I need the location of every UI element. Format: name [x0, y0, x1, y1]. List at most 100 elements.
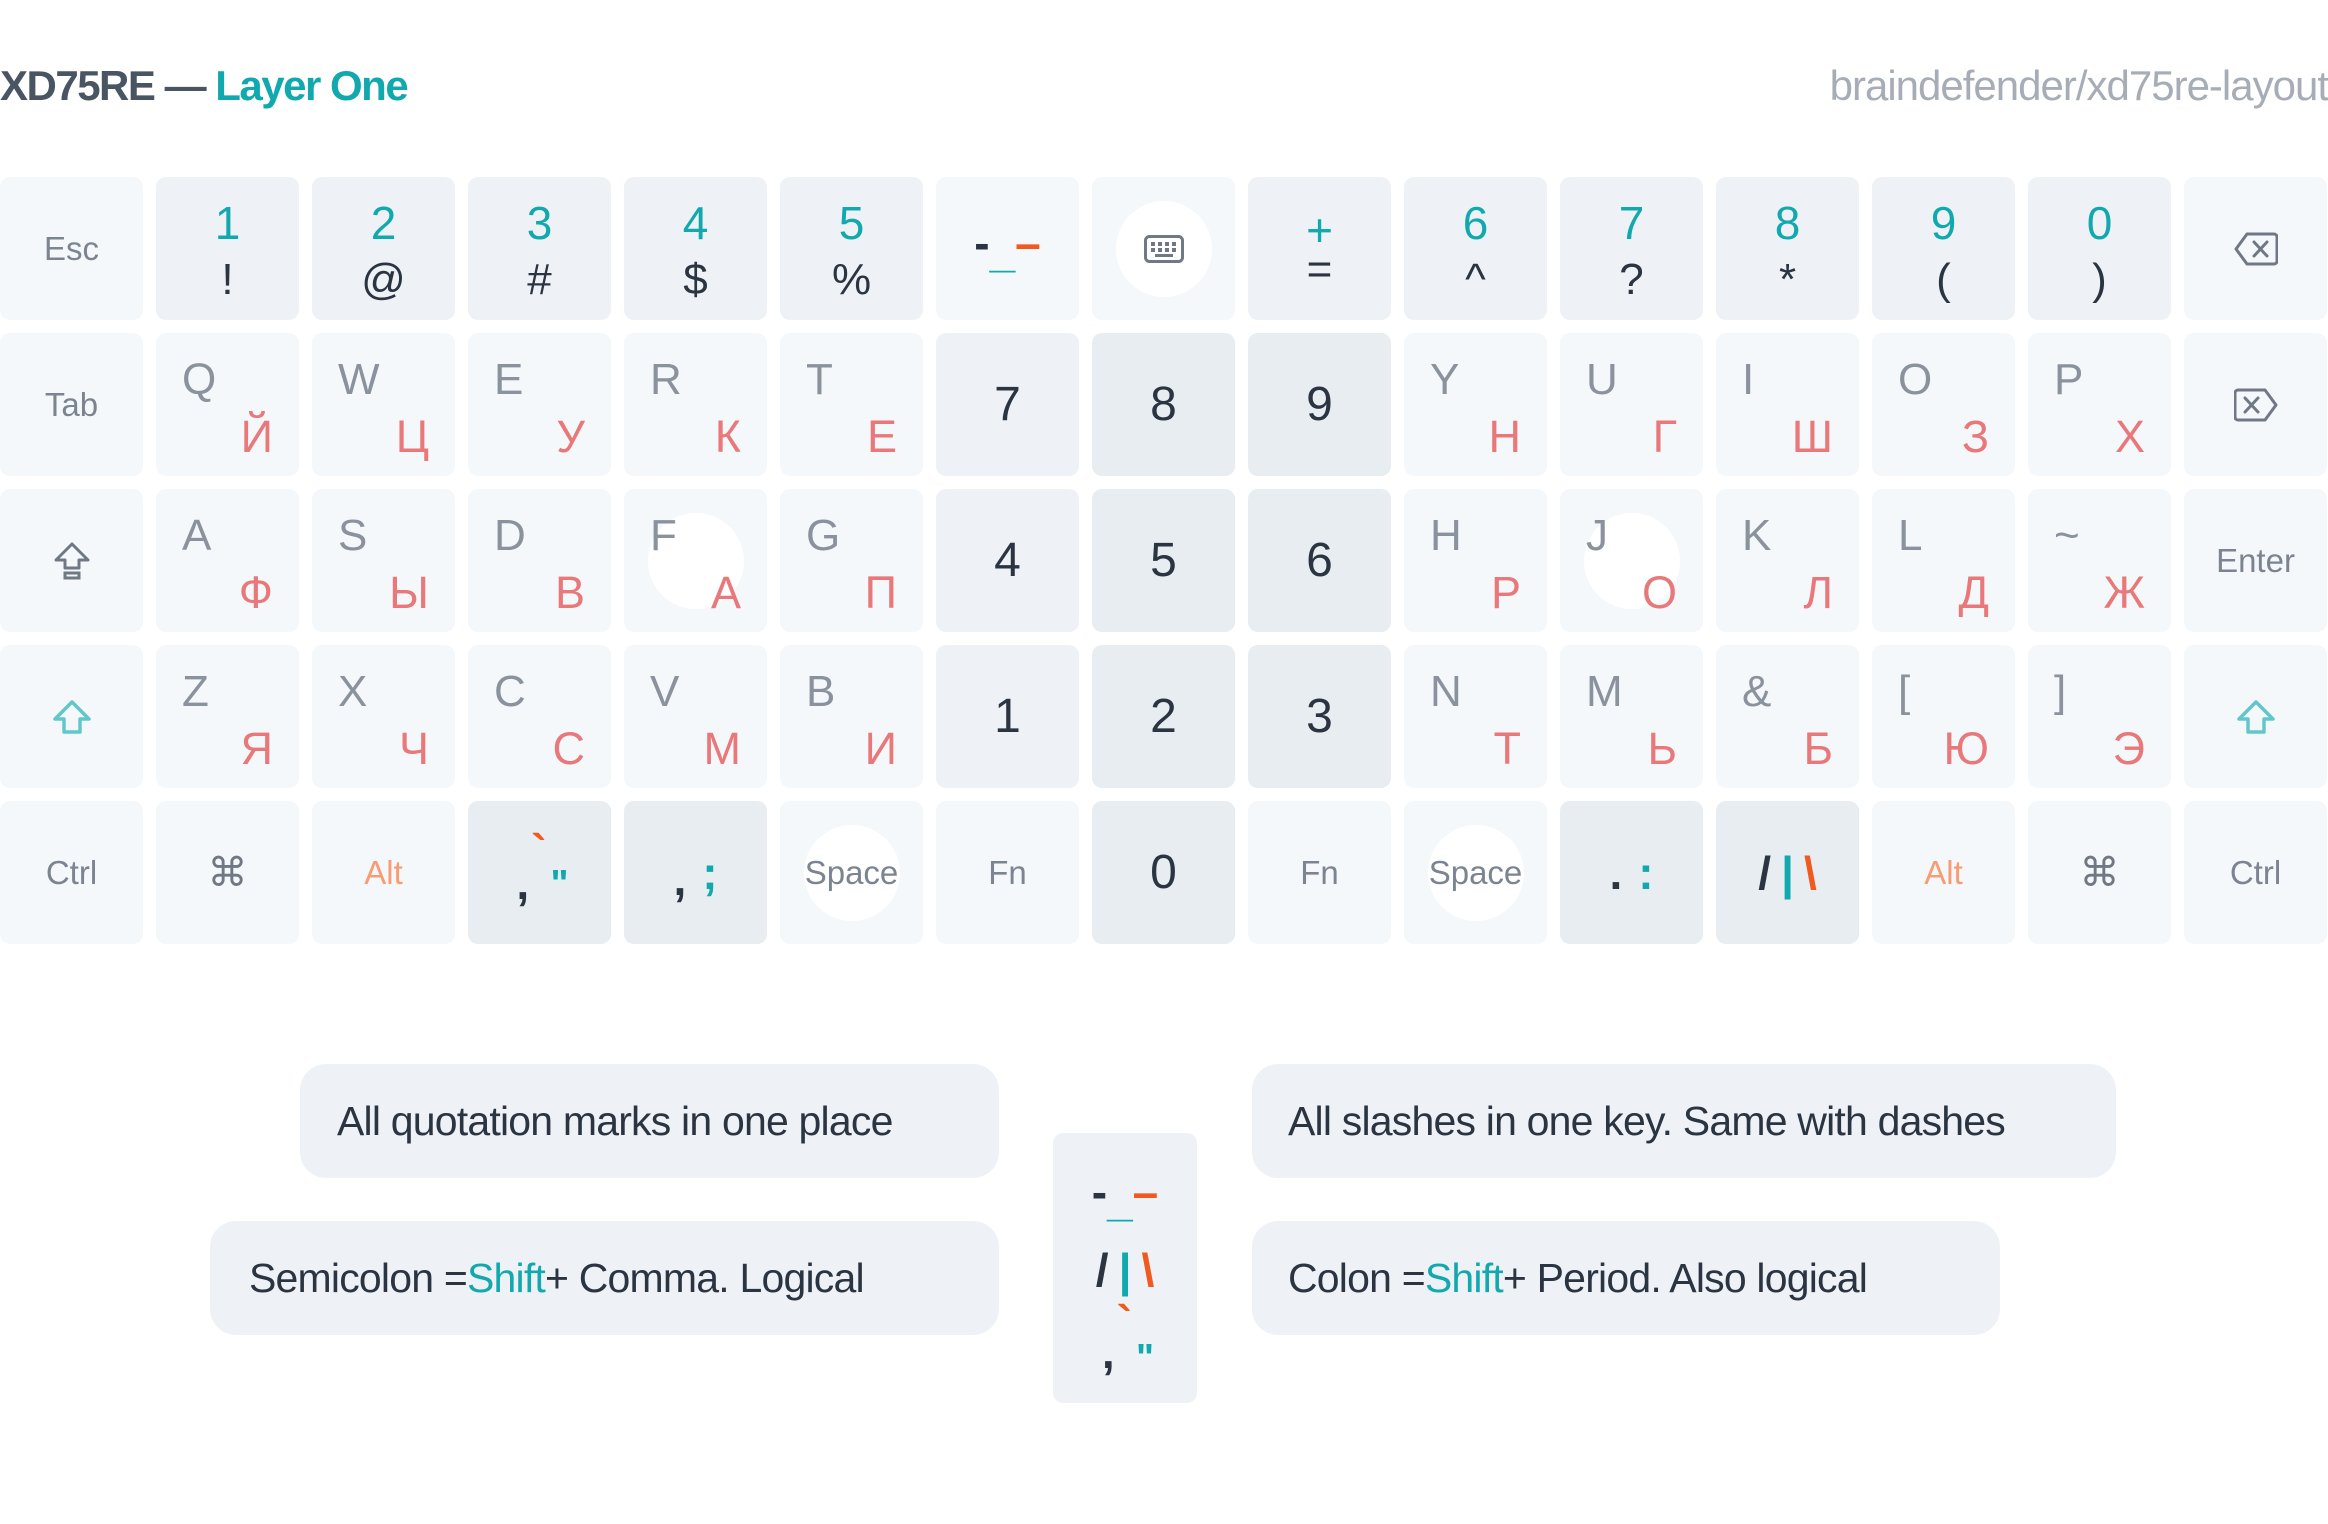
- key-g[interactable]: G П: [780, 489, 923, 632]
- cyrillic-char: С: [552, 723, 586, 774]
- key-z[interactable]: Z Я: [156, 645, 299, 788]
- key-4[interactable]: 4 $: [624, 177, 767, 320]
- key-plus-equal[interactable]: + =: [1248, 177, 1391, 320]
- key-right-alt[interactable]: Alt: [1872, 801, 2015, 944]
- backspace-icon: [2184, 177, 2327, 320]
- key-numpad-4[interactable]: 4: [936, 489, 1079, 632]
- key-b[interactable]: B И: [780, 645, 923, 788]
- key-caps-lock[interactable]: [0, 489, 143, 632]
- key-k[interactable]: K Л: [1716, 489, 1859, 632]
- key-6[interactable]: 6 ^: [1404, 177, 1547, 320]
- key-ampersand[interactable]: & Б: [1716, 645, 1859, 788]
- key-left-ctrl[interactable]: Ctrl: [0, 801, 143, 944]
- key-m[interactable]: M Ь: [1560, 645, 1703, 788]
- key-period-colon[interactable]: .:: [1560, 801, 1703, 944]
- delete-icon: [2184, 333, 2327, 476]
- key-esc[interactable]: Esc: [0, 177, 143, 320]
- latin-char: [: [1898, 667, 1911, 716]
- key-numpad-7[interactable]: 7: [936, 333, 1079, 476]
- title-dash: —: [154, 62, 216, 109]
- key-left-cmd[interactable]: ⌘: [156, 801, 299, 944]
- key-bump: [1116, 201, 1212, 297]
- key-right-cmd[interactable]: ⌘: [2028, 801, 2171, 944]
- key-left-bracket[interactable]: [ Ю: [1872, 645, 2015, 788]
- key-numpad-8[interactable]: 8: [1092, 333, 1235, 476]
- key-tab[interactable]: Tab: [0, 333, 143, 476]
- key-q[interactable]: Q Й: [156, 333, 299, 476]
- key-numpad-1[interactable]: 1: [936, 645, 1079, 788]
- key-comma-semicolon[interactable]: ,;: [624, 801, 767, 944]
- key-l[interactable]: L Д: [1872, 489, 2015, 632]
- cyrillic-char: Ц: [395, 411, 429, 462]
- key-c[interactable]: C С: [468, 645, 611, 788]
- key-numpad-2[interactable]: 2: [1092, 645, 1235, 788]
- cyrillic-char: Э: [2112, 723, 2145, 774]
- key-left-fn[interactable]: Fn: [936, 801, 1079, 944]
- key-numpad-9[interactable]: 9: [1248, 333, 1391, 476]
- key-delete[interactable]: [2184, 333, 2327, 476]
- key-1[interactable]: 1 !: [156, 177, 299, 320]
- numpad-digit: 6: [1306, 534, 1333, 587]
- key-p[interactable]: P Х: [2028, 333, 2171, 476]
- cyrillic-char: Р: [1490, 567, 1521, 618]
- key-9[interactable]: 9 (: [1872, 177, 2015, 320]
- key-left-alt[interactable]: Alt: [312, 801, 455, 944]
- key-3[interactable]: 3 #: [468, 177, 611, 320]
- key-numpad-0[interactable]: 0: [1092, 801, 1235, 944]
- shift-icon: [2184, 645, 2327, 788]
- key-o[interactable]: O З: [1872, 333, 2015, 476]
- key-w[interactable]: W Ц: [312, 333, 455, 476]
- key-a[interactable]: A Ф: [156, 489, 299, 632]
- key-right-fn[interactable]: Fn: [1248, 801, 1391, 944]
- key-top-char: 5: [838, 197, 865, 249]
- key-right-space[interactable]: Space: [1404, 801, 1547, 944]
- key-7[interactable]: 7 ?: [1560, 177, 1703, 320]
- key-e[interactable]: E У: [468, 333, 611, 476]
- cyrillic-char: В: [554, 567, 585, 618]
- key-d[interactable]: D В: [468, 489, 611, 632]
- key-left-shift[interactable]: [0, 645, 143, 788]
- key-backspace[interactable]: [2184, 177, 2327, 320]
- key-t[interactable]: T Е: [780, 333, 923, 476]
- key-numpad-6[interactable]: 6: [1248, 489, 1391, 632]
- key-h[interactable]: H Р: [1404, 489, 1547, 632]
- key-layout-switch[interactable]: [1092, 177, 1235, 320]
- en-dash-glyph: –: [1132, 1166, 1159, 1218]
- key-quotes[interactable]: ,`": [468, 801, 611, 944]
- key-right-ctrl[interactable]: Ctrl: [2184, 801, 2327, 944]
- key-8[interactable]: 8 *: [1716, 177, 1859, 320]
- note-text-post: + Comma. Logical: [545, 1254, 865, 1301]
- latin-char: F: [650, 511, 677, 560]
- key-n[interactable]: N Т: [1404, 645, 1547, 788]
- comma-glyphs: ,;: [624, 801, 767, 944]
- note-semicolon: Semicolon = Shift + Comma. Logical: [210, 1221, 999, 1335]
- key-tilde[interactable]: ~ Ж: [2028, 489, 2171, 632]
- key-u[interactable]: U Г: [1560, 333, 1703, 476]
- key-0[interactable]: 0 ): [2028, 177, 2171, 320]
- key-right-shift[interactable]: [2184, 645, 2327, 788]
- latin-char: L: [1898, 511, 1923, 560]
- key-dash[interactable]: -_–: [936, 177, 1079, 320]
- key-label: Tab: [44, 385, 99, 423]
- key-y[interactable]: Y Н: [1404, 333, 1547, 476]
- cyrillic-char: Ш: [1791, 411, 1833, 462]
- key-j[interactable]: J О: [1560, 489, 1703, 632]
- key-top-char: 3: [526, 197, 553, 249]
- key-numpad-3[interactable]: 3: [1248, 645, 1391, 788]
- key-right-bracket[interactable]: ] Э: [2028, 645, 2171, 788]
- key-2[interactable]: 2 @: [312, 177, 455, 320]
- key-v[interactable]: V М: [624, 645, 767, 788]
- key-i[interactable]: I Ш: [1716, 333, 1859, 476]
- key-x[interactable]: X Ч: [312, 645, 455, 788]
- key-bottom-char: =: [1306, 245, 1333, 294]
- key-slashes[interactable]: /|\: [1716, 801, 1859, 944]
- key-numpad-5[interactable]: 5: [1092, 489, 1235, 632]
- key-left-space[interactable]: Space: [780, 801, 923, 944]
- key-f[interactable]: F А: [624, 489, 767, 632]
- key-enter[interactable]: Enter: [2184, 489, 2327, 632]
- key-5[interactable]: 5 %: [780, 177, 923, 320]
- latin-char: W: [338, 355, 380, 404]
- key-label: Ctrl: [2229, 853, 2282, 891]
- key-s[interactable]: S Ы: [312, 489, 455, 632]
- key-r[interactable]: R К: [624, 333, 767, 476]
